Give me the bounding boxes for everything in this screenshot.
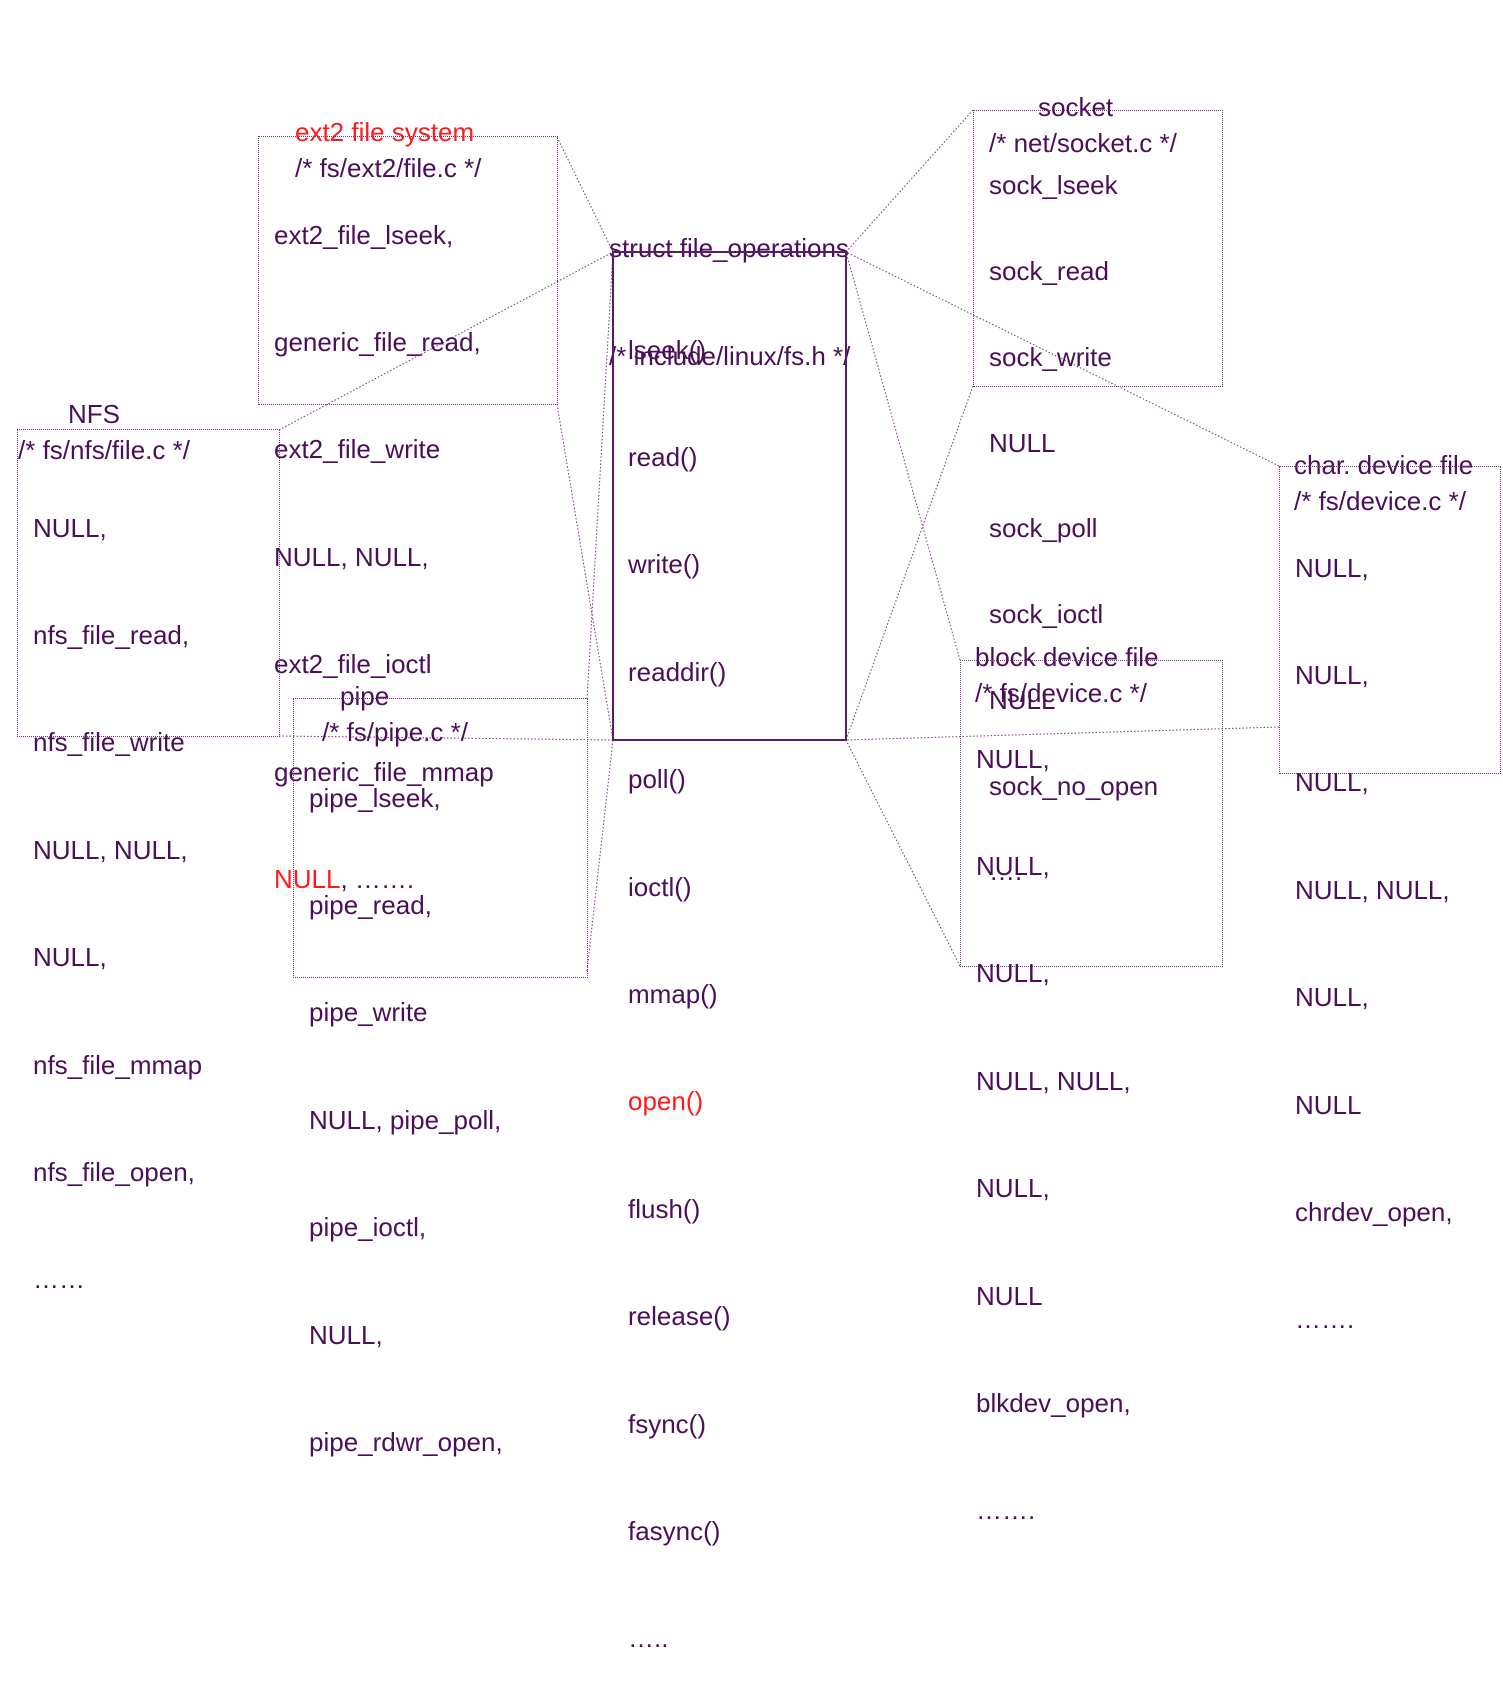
pipe-path: /* fs/pipe.c */ xyxy=(322,717,468,747)
pipe-entries: pipe_lseek, pipe_read, pipe_write NULL, … xyxy=(309,782,503,1457)
entry-readdir: readdir() xyxy=(628,656,727,687)
entry-fasync: fasync() xyxy=(628,1515,721,1546)
entry-lseek: lseek() xyxy=(628,334,707,365)
nfs-entries: NULL, nfs_file_read, nfs_file_write NULL… xyxy=(33,512,203,1295)
entry-ioctl: ioctl() xyxy=(628,871,692,902)
entry-poll: poll() xyxy=(628,764,686,795)
ext2-path: /* fs/ext2/file.c */ xyxy=(295,153,482,183)
socket-title: socket xyxy=(1038,92,1114,122)
ext2-box xyxy=(258,136,558,405)
file-operations-box xyxy=(612,251,847,741)
nfs-path: /* fs/nfs/file.c */ xyxy=(18,435,190,465)
entry-read: read() xyxy=(628,441,698,472)
socket-box xyxy=(973,110,1223,387)
entry-write: write() xyxy=(628,549,701,580)
block-title: block device file xyxy=(975,642,1159,672)
link-char-bottom xyxy=(845,726,1280,741)
block-box xyxy=(960,660,1223,967)
entry-mmap: mmap() xyxy=(628,978,718,1009)
nfs-box xyxy=(17,429,280,737)
file-operations-entries: lseek() read() write() readdir() poll() … xyxy=(628,261,731,1693)
socket-entries: sock_lseek sock_read sock_write NULL soc… xyxy=(989,170,1159,887)
link-block-top xyxy=(845,251,961,661)
entry-more: ….. xyxy=(628,1623,669,1654)
ext2-entries: ext2_file_lseek, generic_file_read, ext2… xyxy=(274,219,494,894)
entry-fsync: fsync() xyxy=(628,1408,706,1439)
block-entries: NULL, NULL, NULL, NULL, NULL, NULL, NULL… xyxy=(976,743,1131,1526)
entry-flush: flush() xyxy=(628,1193,701,1224)
link-ext2-top xyxy=(556,136,614,253)
ext2-title: ext2 file system xyxy=(295,117,475,147)
link-pipe-top xyxy=(586,251,614,700)
chardev-entries: NULL, NULL, NULL, NULL, NULL, NULL, NULL… xyxy=(1295,552,1453,1335)
entry-release: release() xyxy=(628,1301,731,1332)
chardev-title: char. device file xyxy=(1294,450,1474,480)
pipe-title: pipe xyxy=(340,681,390,711)
link-ext2-bottom xyxy=(556,403,614,741)
chardev-box xyxy=(1279,466,1501,774)
entry-open: open() xyxy=(628,1086,704,1117)
link-socket-top xyxy=(845,109,974,253)
link-socket-bottom xyxy=(845,385,974,741)
chardev-path: /* fs/device.c */ xyxy=(1294,486,1466,516)
socket-path: /* net/socket.c */ xyxy=(989,128,1177,158)
link-pipe-bottom xyxy=(586,739,614,971)
link-block-bottom xyxy=(845,739,961,967)
nfs-title: NFS xyxy=(68,399,120,429)
block-path: /* fs/device.c */ xyxy=(975,678,1147,708)
